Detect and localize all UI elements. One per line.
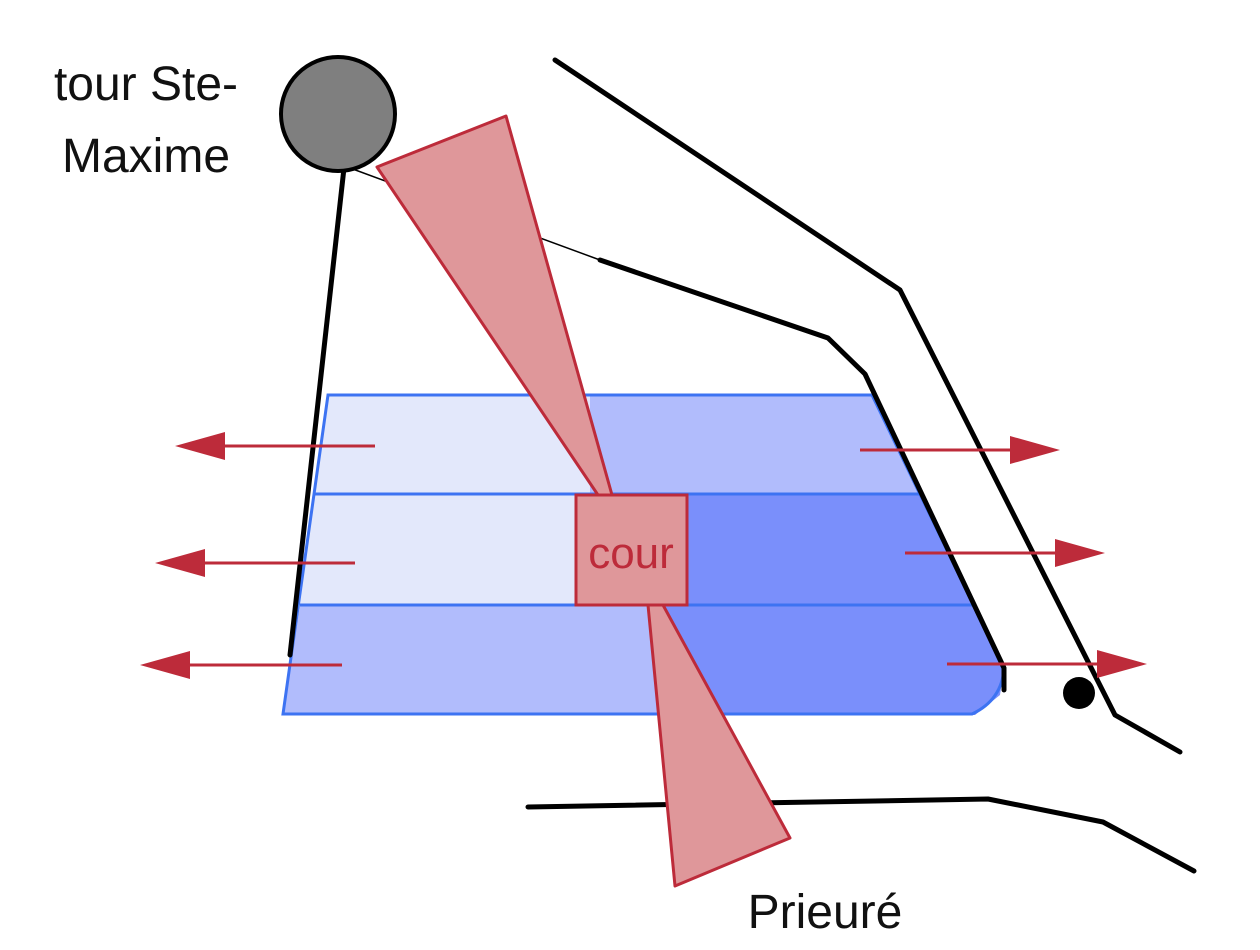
red-axes: cour: [375, 114, 792, 888]
left-wall: [287, 165, 347, 658]
tower-label-line2: Maxime: [62, 130, 230, 183]
arrow-right-top-icon: [860, 436, 1060, 464]
inner-wall: [597, 257, 1007, 693]
arrow-left-top-icon: [175, 432, 375, 460]
priory-label: Prieuré: [748, 886, 903, 939]
bottom-street: [525, 796, 1197, 874]
arrow-left-middle-icon: [155, 549, 355, 577]
arrow-left-bottom-icon: [140, 651, 342, 679]
band-bottom-right: [660, 605, 1004, 715]
court-label: cour: [588, 529, 674, 578]
band-bottom-left: [283, 605, 660, 715]
tower-label-line1: tour Ste-: [54, 58, 238, 111]
band-middle-left: [300, 495, 590, 605]
outer-street: [552, 57, 1183, 755]
walls: [287, 57, 1197, 874]
band-top-right: [590, 395, 922, 495]
court-box: [574, 493, 689, 607]
arrows: [140, 432, 1147, 679]
arrow-right-bottom-icon: [947, 650, 1147, 678]
arrow-right-middle-icon: [905, 539, 1105, 567]
tower-circle-icon: [279, 55, 397, 173]
band-top-left: [314, 395, 590, 495]
point-dot-icon: [1063, 677, 1095, 709]
